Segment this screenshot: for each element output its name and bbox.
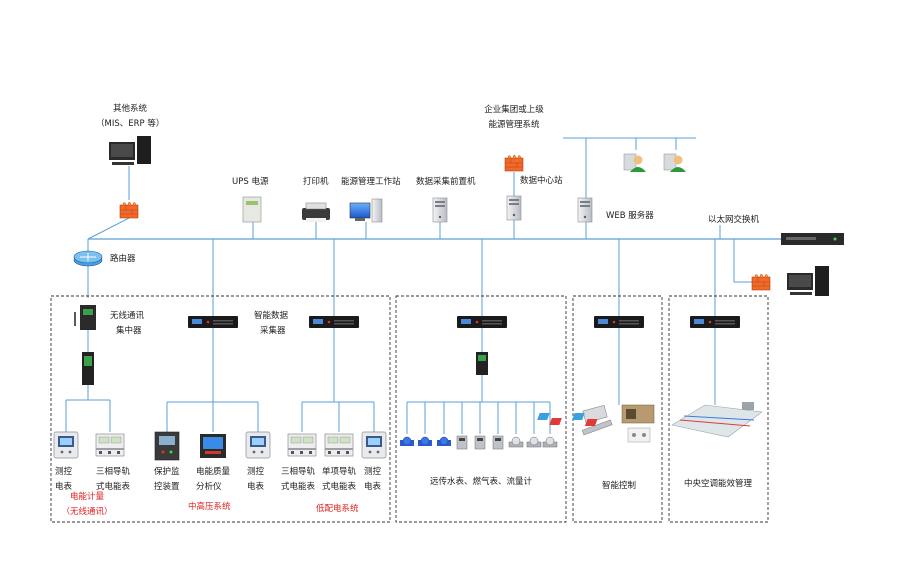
wireless-concentrator-label: 无线通讯集中器 xyxy=(110,311,145,336)
printer-icon xyxy=(302,202,330,222)
water-meter-icon xyxy=(417,436,433,447)
gas-meter-icon xyxy=(456,435,468,450)
data-center-label: 数据中心站 xyxy=(520,176,563,186)
ethernet-switch-label: 以太网交换机 xyxy=(708,215,760,225)
group-box-hvac xyxy=(668,295,769,523)
router-icon xyxy=(73,250,103,267)
group-caption-metering: 电能计量（无线通讯） xyxy=(61,492,113,517)
enterprise-group-label: 企业集团或上级能源管理系统 xyxy=(484,105,544,130)
external-pc-icon xyxy=(787,266,829,296)
device-label: 保护监控装置 xyxy=(154,467,180,492)
firewall-icon xyxy=(119,201,139,219)
firewall-icon xyxy=(504,154,524,172)
user-icon xyxy=(663,153,687,173)
collector-icon xyxy=(188,316,238,328)
group-box-water-gas xyxy=(395,295,567,523)
device-label: 电能质量分析仪 xyxy=(196,467,231,492)
data-acq-server-icon xyxy=(432,197,448,223)
ups-icon xyxy=(242,196,262,223)
measure-meter-icon xyxy=(53,431,79,459)
three-phase-rail-meter-icon xyxy=(287,433,317,457)
single-phase-rail-meter-icon xyxy=(324,433,354,457)
device-label: 单项导轨式电能表 xyxy=(322,467,357,492)
smart-acquirer-label: 智能数据采集器 xyxy=(254,311,289,336)
flow-meter-icon xyxy=(508,436,524,448)
data-center-server-icon xyxy=(506,195,522,221)
measure-meter-icon xyxy=(361,431,387,459)
group-caption-high-voltage: 中高压系统 xyxy=(188,502,231,512)
collector-icon xyxy=(309,316,359,328)
other-systems-pc-icon xyxy=(109,136,151,165)
bus-drops xyxy=(87,239,716,316)
group-boxes xyxy=(50,295,769,523)
collector-icon xyxy=(594,316,644,328)
firewall-icon xyxy=(751,273,771,291)
ethernet-switch-icon xyxy=(781,233,844,245)
hvac-system-icon xyxy=(537,402,763,438)
web-server-icon xyxy=(577,197,593,223)
other-systems-label: 其他系统（MIS、ERP 等） xyxy=(96,104,165,129)
flow-meter-icon xyxy=(542,436,558,448)
device-label: 测控电表 xyxy=(55,467,73,492)
group-caption-water-gas: 远传水表、燃气表、流量计 xyxy=(430,477,533,487)
router-label: 路由器 xyxy=(110,254,136,264)
water-meter-icon xyxy=(399,436,415,447)
gas-meter-icon xyxy=(474,435,486,450)
energy-workstation-icon xyxy=(349,198,383,223)
user-icon xyxy=(623,153,647,173)
printer-label: 打印机 xyxy=(303,177,329,187)
protection-monitor-icon xyxy=(154,431,180,461)
ups-label: UPS 电源 xyxy=(232,177,269,187)
flow-meter-icon xyxy=(526,436,542,448)
gas-meter-icon xyxy=(492,435,504,450)
three-phase-rail-meter-icon xyxy=(95,433,125,457)
water-collector-icon xyxy=(476,352,488,375)
power-quality-analyzer-icon xyxy=(200,434,226,458)
group-caption-smart-control: 智能控制 xyxy=(602,481,637,491)
group-caption-low-distribution: 低配电系统 xyxy=(316,504,359,514)
collector-icon xyxy=(690,316,740,328)
group-caption-hvac: 中央空调能效管理 xyxy=(684,479,753,489)
device-label: 三相导轨式电能表 xyxy=(96,467,131,492)
water-meter-icon xyxy=(436,436,452,447)
group-box-smart-control xyxy=(572,295,663,523)
group-box-electric xyxy=(50,295,391,523)
web-server-label: WEB 服务器 xyxy=(606,211,654,221)
wireless-module-icon xyxy=(82,352,94,385)
energy-workstation-label: 能源管理工作站 xyxy=(341,177,401,187)
collector-icon xyxy=(457,316,507,328)
device-label: 测控电表 xyxy=(364,467,382,492)
measure-meter-icon xyxy=(245,431,271,459)
data-acq-server-label: 数据采集前置机 xyxy=(416,177,476,187)
smart-control-device-icon xyxy=(581,404,655,443)
device-label: 三相导轨式电能表 xyxy=(281,467,316,492)
wireless-concentrator-icon xyxy=(74,305,96,330)
device-label: 测控电表 xyxy=(247,467,265,492)
